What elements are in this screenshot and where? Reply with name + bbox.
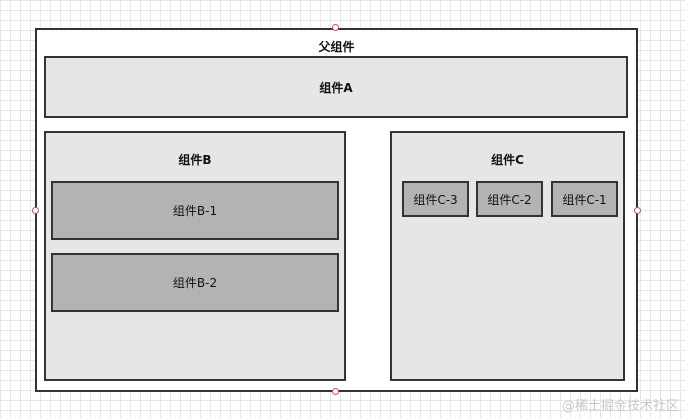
component-c2-label: 组件C-2: [487, 192, 532, 207]
component-c2-box[interactable]: 组件C-2: [476, 181, 543, 217]
component-c1-box[interactable]: 组件C-1: [551, 181, 618, 217]
component-c3-label: 组件C-3: [413, 192, 458, 207]
component-b2-label: 组件B-2: [172, 276, 218, 290]
component-b2-box[interactable]: 组件B-2: [51, 253, 339, 312]
component-c3-box[interactable]: 组件C-3: [402, 181, 469, 217]
resize-handle-left[interactable]: [32, 207, 39, 214]
component-c1-label: 组件C-1: [562, 192, 607, 207]
component-a-box[interactable]: 组件A: [44, 56, 628, 118]
component-c-label: 组件C: [491, 153, 524, 167]
resize-handle-bottom[interactable]: [332, 388, 339, 395]
component-c-box[interactable]: 组件C: [390, 131, 625, 381]
parent-component-label: 父组件: [318, 40, 355, 54]
watermark-text: @稀土掘金技术社区: [561, 399, 679, 414]
component-a-label: 组件A: [319, 80, 353, 95]
resize-handle-top[interactable]: [332, 24, 339, 31]
component-b-label: 组件B: [178, 153, 212, 167]
component-b1-box[interactable]: 组件B-1: [51, 181, 339, 240]
component-b1-label: 组件B-1: [172, 204, 218, 218]
resize-handle-right[interactable]: [634, 207, 641, 214]
